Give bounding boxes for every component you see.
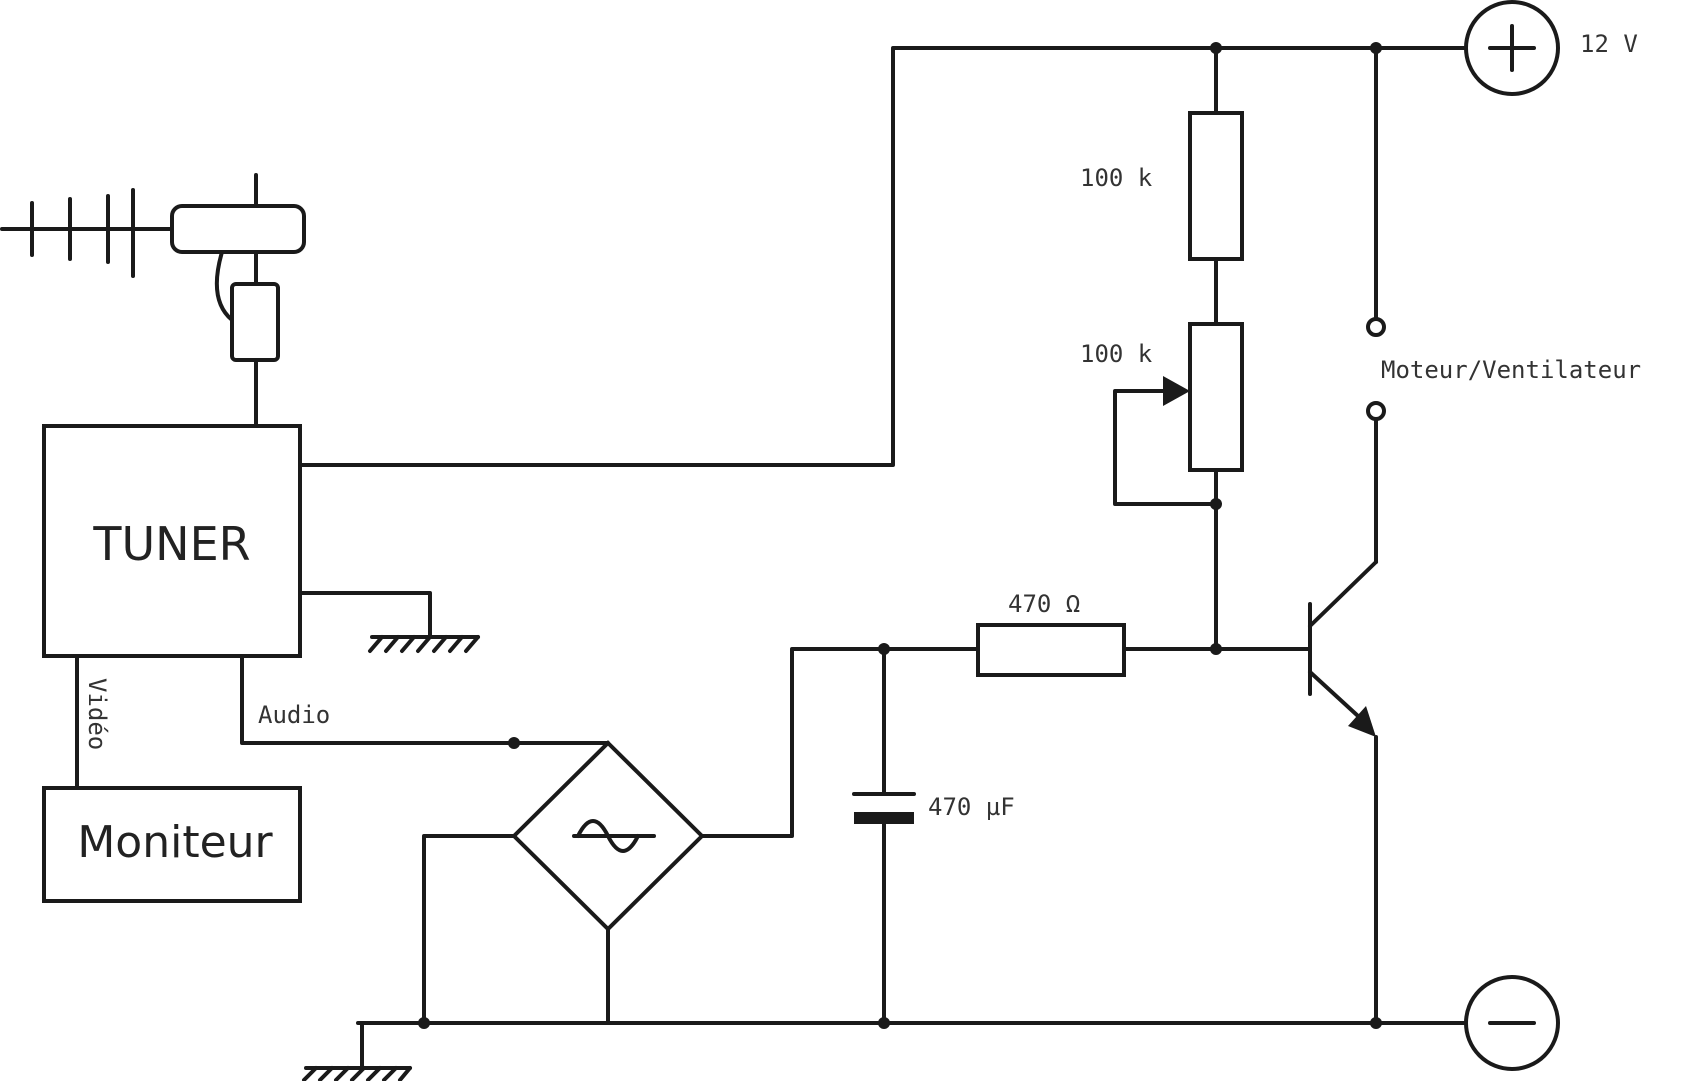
resistor-100k-label: 100 k: [1080, 164, 1153, 192]
negative-terminal-icon: [1464, 975, 1560, 1071]
potentiometer-icon: [1188, 322, 1244, 472]
load-label: Moteur/Ventilateur: [1381, 356, 1641, 384]
bridge-left-wire: [422, 834, 516, 1025]
main-ground-icon: [302, 1021, 412, 1081]
audio-wire: [240, 654, 610, 745]
bridge-rectifier-icon: [511, 740, 705, 932]
base-resistor-label: 470 Ω: [1008, 590, 1080, 618]
monitor-block: Moniteur: [42, 786, 302, 903]
load-terminal-bottom-icon: [1366, 401, 1386, 421]
tuner-ground-icon: [298, 591, 480, 653]
potentiometer-wiper-icon: [1113, 376, 1218, 506]
video-label: Vidéo: [83, 678, 111, 750]
junction-dots: [418, 42, 1382, 1029]
npn-transistor-icon: [1308, 560, 1378, 737]
antenna-icon: [0, 173, 306, 428]
monitor-label: Moniteur: [77, 817, 273, 868]
load-terminal-top-icon: [1366, 317, 1386, 337]
base-resistor-icon: [976, 623, 1126, 677]
supply-voltage-label: 12 V: [1580, 30, 1638, 58]
capacitor-label: 470 µF: [928, 793, 1015, 821]
tuner-supply-wire: [298, 46, 1467, 467]
tuner-block: TUNER: [42, 424, 302, 658]
resistor-100k-icon: [1188, 111, 1244, 261]
tuner-label: TUNER: [92, 517, 250, 571]
positive-terminal-icon: [1464, 0, 1560, 96]
audio-label: Audio: [258, 701, 330, 729]
capacitor-icon: [852, 647, 916, 1025]
potentiometer-label: 100 k: [1080, 340, 1153, 368]
